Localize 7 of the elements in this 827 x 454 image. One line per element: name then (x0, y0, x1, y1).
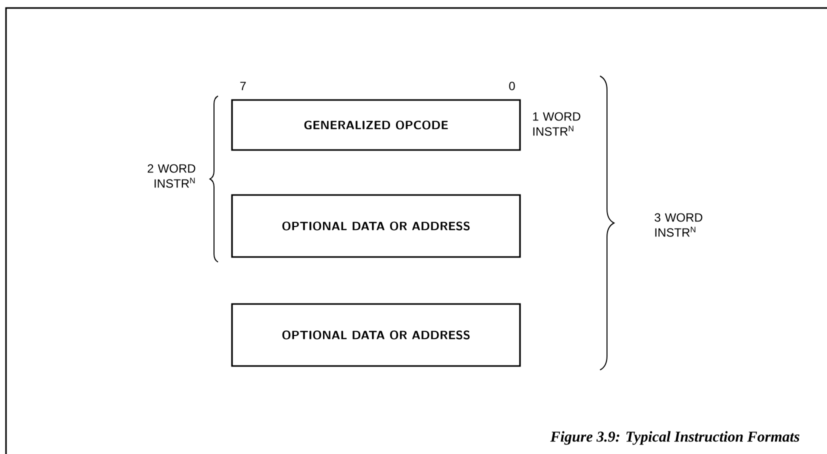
field-box: GENERALIZED OPCODE (231, 99, 521, 151)
field-box: OPTIONAL DATA OR ADDRESS (231, 303, 521, 367)
brace-label: 3 WORD INSTR$^{N}$ (654, 213, 702, 237)
field-box: OPTIONAL DATA OR ADDRESS (231, 194, 521, 258)
brace-label: 1 WORD INSTR$^{N}$ (533, 112, 580, 136)
brace-label: 2 WORD INSTR$^{N}$ (148, 164, 196, 188)
caption: Figure 3.9: Typical Instruction Formats (550, 431, 800, 445)
